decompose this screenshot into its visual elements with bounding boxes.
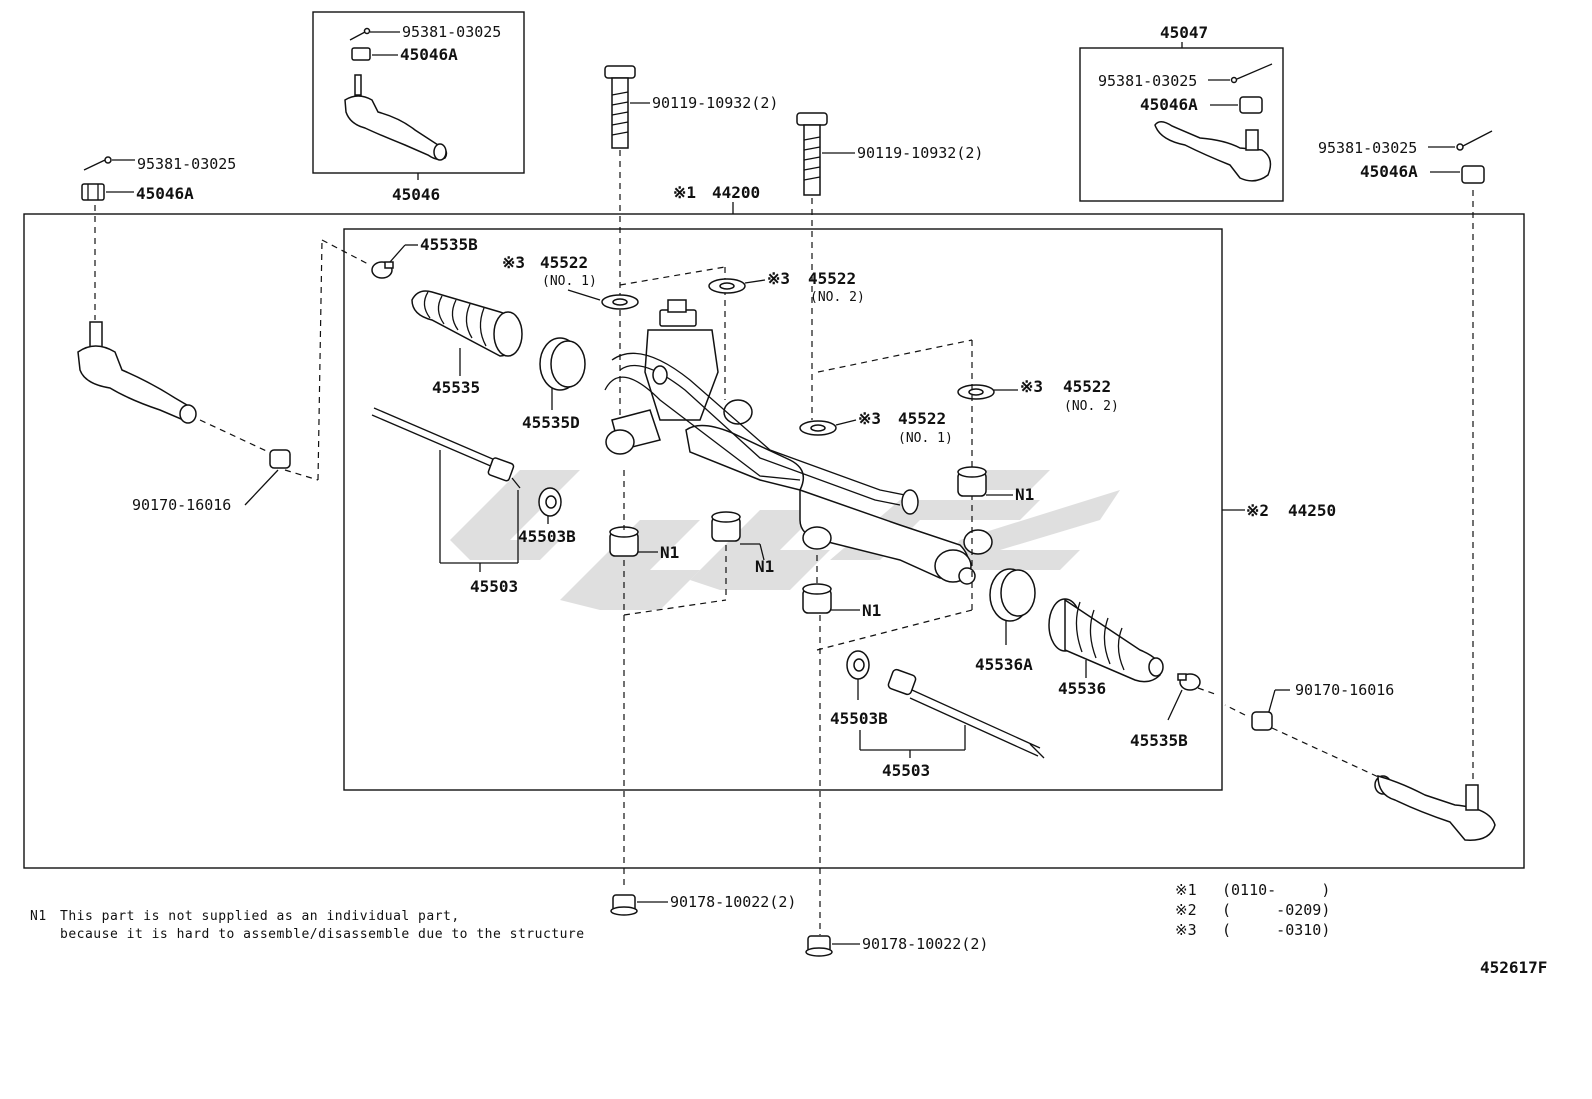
- label-clamp-left: 45535B: [420, 235, 478, 254]
- tie-rod-end-right-icon: [1374, 775, 1496, 841]
- label-boot-left: 45535: [432, 378, 480, 397]
- label-nut-tl-box: 45046A: [400, 45, 458, 64]
- cotter-pin-icon: [1456, 130, 1493, 151]
- castle-nut-icon: [351, 47, 371, 61]
- label-nut-tr-box: 45046A: [1140, 95, 1198, 114]
- bushing-icon: [609, 526, 639, 557]
- label-rack-end-left: 45503: [470, 577, 518, 596]
- legend-mark-3: ※3: [1175, 921, 1197, 939]
- label-washer-b-left: 45503B: [518, 527, 576, 546]
- label-washer-b-right: 45503B: [830, 709, 888, 728]
- lock-nut-icon: [1251, 711, 1273, 731]
- label-cotter-pin-tl: 95381-03025: [402, 23, 501, 41]
- footnote-line-2: because it is hard to assemble/disassemb…: [60, 927, 585, 942]
- label-clamp-a: 45536A: [975, 655, 1033, 674]
- castle-nut-icon: [81, 183, 105, 201]
- label-n1-a: N1: [660, 543, 679, 562]
- steering-gear-housing-icon: [604, 299, 993, 585]
- tie-rod-end-left-icon: [77, 321, 197, 424]
- boot-bellows-icon: [1048, 598, 1164, 683]
- label-washer-3-mark: ※3: [858, 409, 881, 428]
- label-rack-end-right: 45503: [882, 761, 930, 780]
- label-gear-assy-mark: ※1: [673, 183, 696, 202]
- label-n1-b: N1: [755, 557, 774, 576]
- tie-rod-end-box-right: [1079, 47, 1284, 202]
- label-nut-bottom-2: 90178-10022(2): [862, 935, 988, 953]
- flange-nut-icon: [610, 894, 638, 916]
- lock-washer-icon: [538, 487, 562, 517]
- clamp-band-icon: [539, 337, 586, 391]
- legend-range-1: (0110- ): [1222, 881, 1330, 899]
- label-washer-2-sub: (NO. 2): [810, 290, 865, 305]
- label-nut-lower-right: 90170-16016: [1295, 681, 1394, 699]
- lock-washer-icon: [846, 650, 870, 680]
- label-washer-3-sub: (NO. 1): [898, 431, 953, 446]
- label-cotter-pin-right: 95381-03025: [1318, 139, 1417, 157]
- label-bolt-2: 90119-10932(2): [857, 144, 983, 162]
- legend-range-2: ( -0209): [1222, 901, 1330, 919]
- castle-nut-icon: [1239, 96, 1263, 114]
- clamp-icon: [371, 261, 394, 279]
- bushing-icon: [957, 466, 987, 497]
- label-nut-left: 45046A: [136, 184, 194, 203]
- legend-range-3: ( -0310): [1222, 921, 1330, 939]
- footnote-mark: N1: [30, 909, 47, 924]
- clamp-band-icon: [989, 568, 1036, 622]
- illustration-ref-code: 452617F: [1480, 958, 1547, 977]
- washer-icon: [601, 294, 639, 310]
- label-washer-1-sub: (NO. 1): [542, 274, 597, 289]
- cotter-pin-icon: [349, 27, 371, 41]
- label-gear-assy: 44200: [712, 183, 760, 202]
- bushing-icon: [802, 583, 832, 614]
- link-assembly-frame: [23, 213, 1525, 869]
- label-washer-4-mark: ※3: [1020, 377, 1043, 396]
- legend-mark-1: ※1: [1175, 881, 1197, 899]
- footnote-line-1: This part is not supplied as an individu…: [60, 909, 460, 924]
- rack-end-right-icon: [887, 668, 1045, 759]
- washer-icon: [799, 420, 837, 436]
- label-n1-d: N1: [862, 601, 881, 620]
- label-clamp-d: 45535D: [522, 413, 580, 432]
- legend-mark-2: ※2: [1175, 901, 1197, 919]
- cotter-pin-icon: [1230, 63, 1273, 84]
- label-boot-right: 45536: [1058, 679, 1106, 698]
- tie-rod-end-icon: [1154, 121, 1272, 182]
- washer-icon: [957, 384, 995, 400]
- flange-nut-icon: [805, 935, 833, 957]
- label-washer-1: 45522: [540, 253, 588, 272]
- rack-end-left-icon: [371, 407, 521, 489]
- lock-nut-icon: [269, 449, 291, 469]
- label-nut-lower-left: 90170-16016: [132, 496, 231, 514]
- label-link-assy: 44250: [1288, 501, 1336, 520]
- castle-nut-icon: [1461, 165, 1485, 184]
- label-nut-right: 45046A: [1360, 162, 1418, 181]
- label-washer-2: 45522: [808, 269, 856, 288]
- label-n1-c: N1: [1015, 485, 1034, 504]
- bushing-icon: [711, 511, 741, 542]
- label-washer-1-mark: ※3: [502, 253, 525, 272]
- label-nut-bottom-1: 90178-10022(2): [670, 893, 796, 911]
- label-washer-4: 45522: [1063, 377, 1111, 396]
- label-washer-4-sub: (NO. 2): [1064, 399, 1119, 414]
- bolt-icon: [796, 112, 828, 196]
- tie-rod-end-icon: [344, 74, 448, 161]
- label-cotter-pin-tr-box: 95381-03025: [1098, 72, 1197, 90]
- boot-bellows-icon: [411, 290, 523, 357]
- label-cotter-pin-left: 95381-03025: [137, 155, 236, 173]
- label-tie-rod-end-tr: 45047: [1160, 23, 1208, 42]
- label-link-assy-mark: ※2: [1246, 501, 1269, 520]
- bolt-icon: [604, 65, 636, 149]
- label-bolt-1: 90119-10932(2): [652, 94, 778, 112]
- label-washer-3: 45522: [898, 409, 946, 428]
- cotter-pin-icon: [83, 156, 112, 171]
- label-clamp-right: 45535B: [1130, 731, 1188, 750]
- washer-icon: [708, 278, 746, 294]
- clamp-icon: [1177, 673, 1201, 691]
- label-tie-rod-end-tl: 45046: [392, 185, 440, 204]
- label-washer-2-mark: ※3: [767, 269, 790, 288]
